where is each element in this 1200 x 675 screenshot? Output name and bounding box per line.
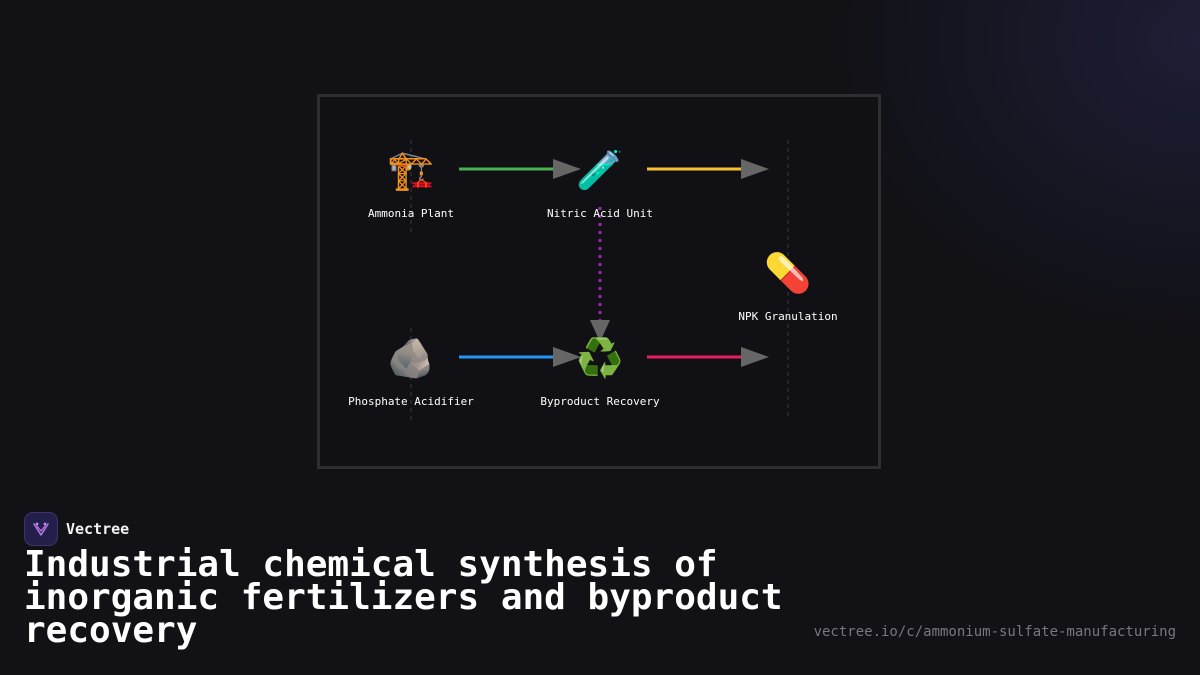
arrowhead bbox=[590, 320, 610, 342]
node-label: Ammonia Plant bbox=[368, 207, 454, 220]
edge-phosphate-byproduct bbox=[459, 347, 581, 367]
edge-ammonia-nitric bbox=[459, 159, 581, 179]
page-title: Industrial chemical synthesis of inorgan… bbox=[24, 544, 783, 651]
test-tube-icon: 🧪 bbox=[576, 148, 623, 192]
arrowhead bbox=[741, 159, 769, 179]
edge-nitric-npk bbox=[647, 159, 769, 179]
edge-byproduct-npk bbox=[647, 347, 769, 367]
node-label: Phosphate Acidifier bbox=[348, 395, 474, 408]
node-byproduct-recovery: ♻️ Byproduct Recovery bbox=[540, 336, 660, 408]
arrowhead bbox=[553, 347, 581, 367]
edge-nitric-byproduct bbox=[590, 207, 610, 342]
brand-name: Vectree bbox=[66, 520, 130, 538]
arrowhead bbox=[741, 347, 769, 367]
vectree-logo-icon bbox=[24, 512, 58, 546]
node-ammonia-plant: 🏗️ Ammonia Plant bbox=[368, 148, 454, 220]
rock-icon: 🪨 bbox=[387, 336, 434, 380]
recycle-icon: ♻️ bbox=[576, 336, 623, 380]
construction-crane-icon: 🏗️ bbox=[387, 148, 434, 192]
guide-lines bbox=[410, 140, 789, 420]
node-nitric-acid-unit: 🧪 Nitric Acid Unit bbox=[547, 148, 653, 220]
node-label: Byproduct Recovery bbox=[540, 395, 660, 408]
node-label: Nitric Acid Unit bbox=[547, 207, 653, 220]
node-npk-granulation: 💊 NPK Granulation bbox=[738, 250, 837, 323]
node-label: NPK Granulation bbox=[738, 310, 837, 323]
pill-icon: 💊 bbox=[764, 250, 811, 296]
node-phosphate-acidifier: 🪨 Phosphate Acidifier bbox=[348, 336, 474, 408]
arrowhead bbox=[553, 159, 581, 179]
brand[interactable]: Vectree bbox=[24, 512, 129, 546]
source-url[interactable]: vectree.io/c/ammonium-sulfate-manufactur… bbox=[813, 624, 1176, 640]
